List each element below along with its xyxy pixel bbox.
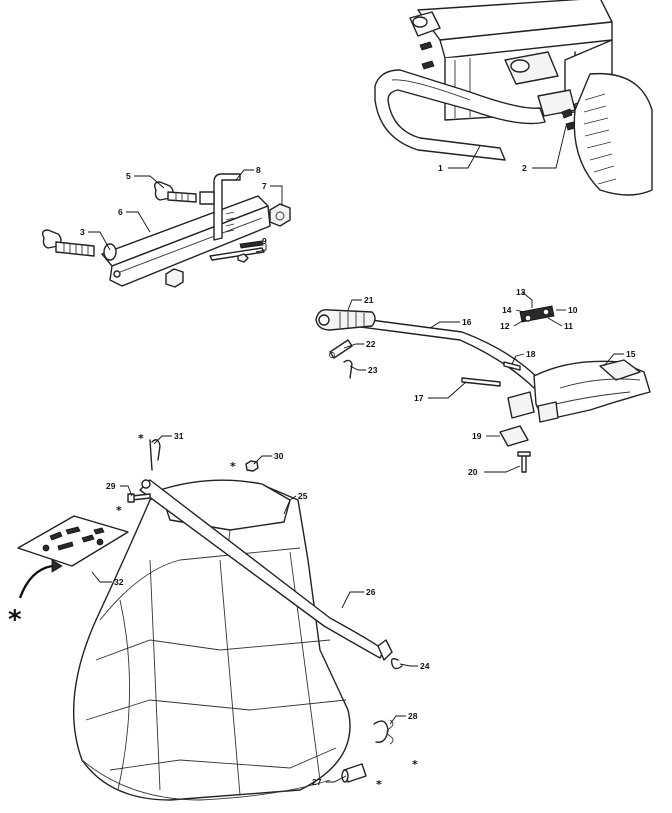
- callout-19: 19: [472, 431, 482, 441]
- callout-26: 26: [366, 587, 376, 597]
- callout-3: 3: [80, 227, 85, 237]
- callout-6: 6: [118, 207, 123, 217]
- callout-labels: 1 2 3 5 6 7 8 9 10 11 12 13 14 15 16 17 …: [80, 163, 636, 787]
- marker-28: *: [412, 758, 418, 771]
- callout-29: 29: [106, 481, 116, 491]
- marker-29: *: [116, 504, 122, 517]
- callout-5: 5: [126, 171, 131, 181]
- grass-collector-assembly: [17, 439, 403, 801]
- callout-13: 13: [516, 287, 526, 297]
- callout-17: 17: [414, 393, 424, 403]
- callout-24: 24: [420, 661, 430, 671]
- callout-25: 25: [298, 491, 308, 501]
- callout-18: 18: [526, 349, 536, 359]
- lever-deflector-assembly: [315, 305, 651, 473]
- callout-2: 2: [522, 163, 527, 173]
- marker-31: *: [138, 432, 144, 445]
- marker-30: *: [230, 460, 236, 473]
- callout-22: 22: [366, 339, 376, 349]
- callout-30: 30: [274, 451, 284, 461]
- callout-23: 23: [368, 365, 378, 375]
- callout-8: 8: [256, 165, 261, 175]
- callout-27: 27: [312, 777, 322, 787]
- callout-12: 12: [500, 321, 510, 331]
- callout-15: 15: [626, 349, 636, 359]
- callout-14: 14: [502, 305, 512, 315]
- hanger-bar-assembly: [41, 173, 291, 288]
- callout-21: 21: [364, 295, 374, 305]
- callout-10: 10: [568, 305, 578, 315]
- callout-32: 32: [114, 577, 124, 587]
- rear-frame-assembly: [374, 0, 653, 196]
- callout-leaders: [88, 125, 624, 783]
- callout-20: 20: [468, 467, 478, 477]
- callout-16: 16: [462, 317, 472, 327]
- callout-1: 1: [438, 163, 443, 173]
- callout-28: 28: [408, 711, 418, 721]
- callout-31: 31: [174, 431, 184, 441]
- callout-11: 11: [564, 321, 573, 331]
- marker-kit: *: [8, 605, 22, 635]
- marker-27: *: [376, 778, 382, 791]
- asterisk-markers: * * * * * *: [8, 432, 418, 791]
- callout-9: 9: [262, 236, 267, 246]
- callout-7: 7: [262, 181, 267, 191]
